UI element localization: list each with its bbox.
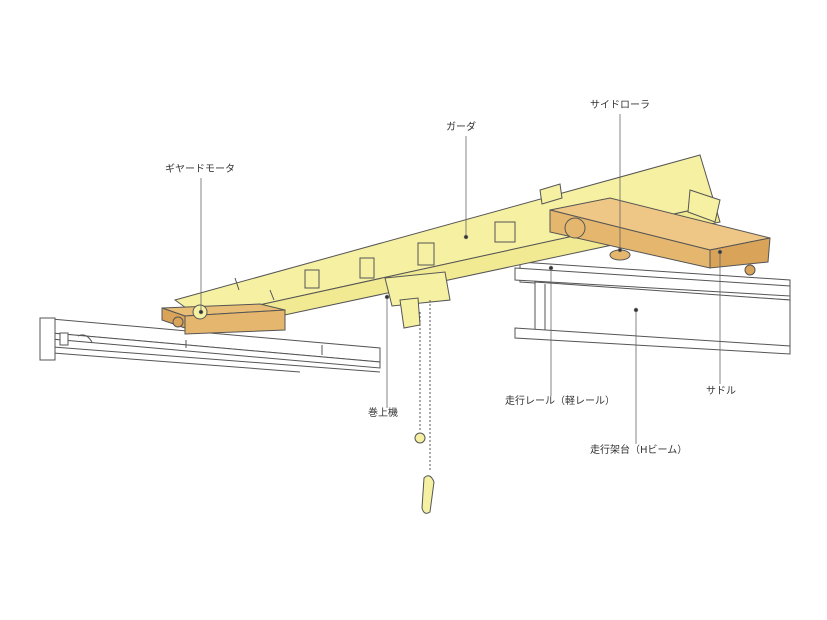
right-runway-beam bbox=[514, 261, 791, 355]
left-saddle bbox=[161, 303, 286, 335]
label-hoist: 巻上機 bbox=[368, 408, 398, 419]
left-runway-beam bbox=[39, 317, 381, 373]
right-saddle bbox=[549, 197, 771, 276]
hoist-assembly bbox=[384, 271, 451, 514]
label-geared-motor: ギヤードモータ bbox=[165, 164, 235, 175]
label-runway-rail: 走行レール（軽レール） bbox=[505, 396, 615, 407]
label-saddle: サドル bbox=[706, 386, 736, 397]
leader-lines bbox=[198, 114, 723, 444]
label-side-roller: サイドローラ bbox=[590, 100, 650, 111]
label-runway-beam: 走行架台（Hビーム） bbox=[590, 445, 688, 456]
label-girder: ガーダ bbox=[446, 122, 476, 133]
